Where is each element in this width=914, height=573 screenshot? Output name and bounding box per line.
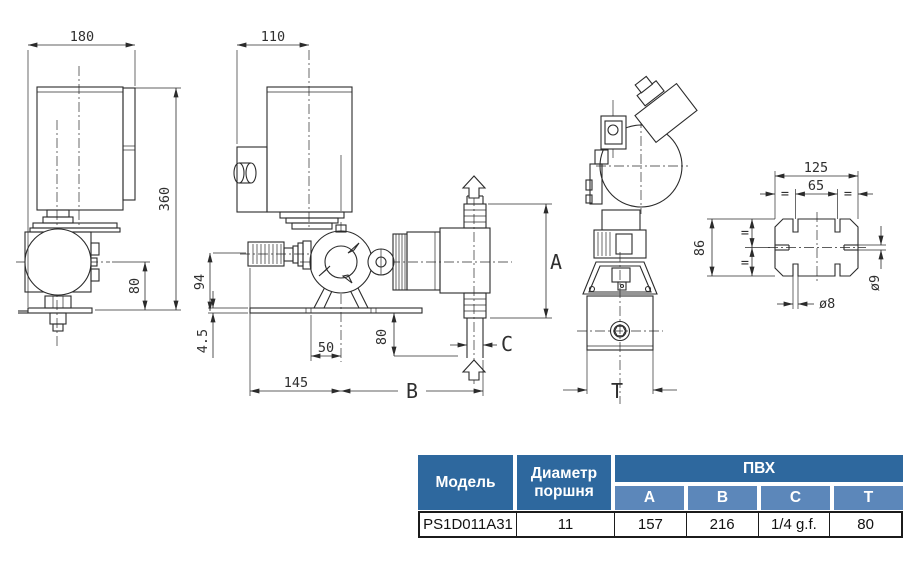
equal-mark-left: = (781, 186, 789, 202)
table-row: PS1D011A31 11 157 216 1/4 g.f. 80 (418, 511, 903, 538)
front-view: 110 94 4.5 50 145 B 80 A C (192, 29, 562, 403)
col-header-b: B (688, 486, 757, 510)
dim-center-height: 94 (192, 274, 208, 290)
cell-model: PS1D011A31 (420, 513, 516, 536)
top-view: T (563, 75, 698, 404)
dim-slot-offset: 50 (318, 340, 334, 356)
dim-label-a: A (550, 250, 562, 274)
col-header-a: A (615, 486, 684, 510)
cell-b: 216 (685, 513, 758, 536)
pvc-header-block: ПВХ A B C T (615, 455, 903, 510)
flow-arrow-suction-icon (461, 359, 487, 381)
col-header-c: C (761, 486, 830, 510)
dim-plate-slot-spacing: 65 (808, 178, 824, 194)
side-view: 180 360 80 (16, 29, 181, 348)
dim-side-outlet: 80 (127, 278, 143, 294)
spec-table: Модель Диаметр поршня ПВХ A B C T PS1D01… (418, 455, 903, 538)
cell-a: 157 (614, 513, 686, 536)
mounting-plate-view: 125 65 = = 86 = = ø8 ø9 (692, 160, 886, 312)
spec-table-header: Модель Диаметр поршня ПВХ A B C T (418, 455, 903, 510)
col-header-material: ПВХ (615, 455, 903, 482)
col-header-t: T (834, 486, 903, 510)
dim-motor-width: 110 (261, 29, 285, 45)
flow-arrow-up-icon (461, 175, 487, 199)
cell-piston-diameter: 11 (516, 513, 614, 536)
dim-label-c: C (501, 332, 513, 356)
dim-side-height: 360 (157, 187, 173, 211)
pvc-subheader-row: A B C T (615, 486, 903, 510)
dim-plate-height: 86 (692, 240, 708, 256)
cell-c: 1/4 g.f. (757, 513, 830, 536)
dim-label-t: T (611, 379, 623, 403)
dim-foot-thickness: 4.5 (195, 329, 211, 353)
dim-length: 145 (284, 375, 308, 391)
dim-side-width: 180 (70, 29, 94, 45)
col-header-model: Модель (418, 455, 513, 510)
equal-mark-lower: = (741, 255, 749, 271)
dim-slot-dia-bottom: ø8 (819, 296, 835, 312)
equal-mark-upper: = (741, 225, 749, 241)
col-header-piston-diameter: Диаметр поршня (517, 455, 611, 510)
cell-t: 80 (829, 513, 901, 536)
dim-suction-height: 80 (374, 329, 390, 345)
dim-slot-dia-side: ø9 (867, 275, 883, 291)
technical-drawing: 180 360 80 (16, 29, 886, 404)
dim-label-b: B (406, 379, 418, 403)
dim-plate-width: 125 (804, 160, 828, 176)
equal-mark-right: = (844, 186, 852, 202)
